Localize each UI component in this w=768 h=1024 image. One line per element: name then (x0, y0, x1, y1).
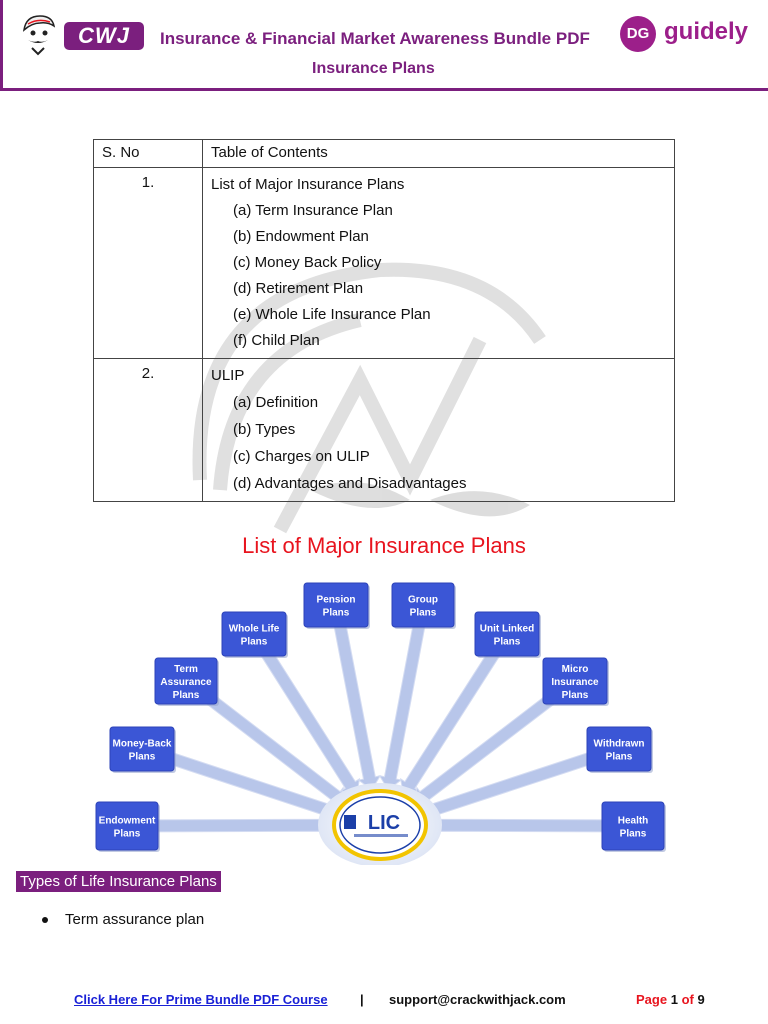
lic-tagline-mark (354, 834, 408, 837)
page-header: CWJ Insurance & Financial Market Awarene… (0, 0, 768, 92)
page-label: Page (636, 992, 668, 1007)
toc-item: (b) Types (233, 421, 296, 438)
plan-node-label: Assurance (160, 677, 212, 688)
plan-node-label: Unit Linked (480, 624, 534, 635)
plan-node-label: Plans (241, 637, 268, 648)
plan-node-label: Micro (562, 664, 589, 675)
list-item-text: Term assurance plan (65, 911, 205, 928)
lic-logo-inner-ring (339, 796, 421, 854)
mascot-icon (22, 15, 56, 56)
toc-section-title: ULIP (211, 367, 245, 384)
plan-node-label: Plans (562, 690, 589, 701)
of-label: of (681, 992, 694, 1007)
toc-row: 2. ULIP (a) Definition (b) Types (c) Cha… (93, 358, 675, 502)
toc-header-row: S. No Table of Contents (93, 139, 675, 168)
plan-node-label: Withdrawn (593, 739, 644, 750)
footer-separator: | (360, 992, 364, 1007)
header-border-bottom (0, 88, 768, 91)
lic-logo-text: LIC (368, 812, 400, 834)
toc-col-sno: S. No (93, 139, 203, 168)
toc-table: S. No Table of Contents 1. List of Major… (93, 139, 675, 502)
plan-node-label: Whole Life (229, 624, 280, 635)
plan-node-label: Money-Back (113, 739, 172, 750)
plan-node-label: Endowment (99, 816, 156, 827)
header-border-left (0, 0, 3, 90)
toc-item: (a) Definition (233, 394, 319, 411)
plan-node-label: Plans (129, 752, 156, 763)
plan-node-label: Insurance (551, 677, 599, 688)
insurance-plans-diagram: LICEndowmentPlansMoney-BackPlansTermAssu… (95, 582, 666, 865)
plan-node-box (542, 657, 608, 705)
page-indicator: Page 1 of 9 (636, 992, 705, 1007)
plan-node-box (221, 611, 287, 657)
page-total: 9 (697, 992, 705, 1007)
plan-node-box (95, 801, 159, 851)
bullet-icon (42, 917, 48, 923)
page-footer: Click Here For Prime Bundle PDF Course |… (0, 990, 768, 1012)
toc-item: (d) Retirement Plan (233, 280, 364, 297)
guidely-name: guidely (664, 18, 749, 45)
plan-node-box (474, 611, 540, 657)
plan-node-label: Group (408, 595, 438, 606)
toc-item: (a) Term Insurance Plan (233, 202, 393, 219)
plan-node-label: Plans (173, 690, 200, 701)
plan-node-label: Plans (114, 829, 141, 840)
cwj-logo: CWJ (64, 22, 144, 50)
page-number: 1 (670, 992, 678, 1007)
plan-node-label: Plans (410, 608, 437, 619)
lic-emblem-icon (344, 815, 356, 829)
toc-row: 1. List of Major Insurance Plans (a) Ter… (93, 167, 675, 359)
plan-node-box (109, 726, 175, 772)
toc-section-title: List of Major Insurance Plans (211, 176, 405, 193)
plan-node-label: Plans (606, 752, 633, 763)
toc-item: (d) Advantages and Disadvantages (233, 475, 467, 492)
plan-node-box (303, 582, 369, 628)
header-title: Insurance & Financial Market Awareness B… (160, 29, 590, 48)
plan-node-label: Term (174, 664, 198, 675)
toc-item: (b) Endowment Plan (233, 228, 369, 245)
plan-node-label: Pension (317, 595, 356, 606)
toc-item: (c) Charges on ULIP (233, 448, 370, 465)
diagram-arrow (421, 813, 616, 838)
section-title: List of Major Insurance Plans (242, 533, 526, 558)
diagram-arrow (333, 620, 382, 791)
prime-bundle-link[interactable]: Click Here For Prime Bundle PDF Course (74, 992, 328, 1007)
plan-node-box (586, 726, 652, 772)
plan-node-label: Plans (323, 608, 350, 619)
plan-node-box (391, 582, 455, 628)
plan-node-box (601, 801, 665, 851)
guidely-logo: DG guidely (620, 14, 760, 54)
plan-node-box (154, 657, 218, 705)
plan-node-label: Plans (494, 637, 521, 648)
guidely-mark-icon: DG (620, 16, 656, 52)
toc-row-number: 2. (93, 358, 203, 502)
toc-item: (c) Money Back Policy (233, 254, 382, 271)
plan-node-label: Plans (620, 829, 647, 840)
toc-row-number: 1. (93, 167, 203, 359)
toc-row-contents: ULIP (a) Definition (b) Types (c) Charge… (202, 358, 675, 502)
types-heading: Types of Life Insurance Plans (16, 871, 221, 892)
plan-node-label: Health (618, 816, 649, 827)
diagram-arrow (144, 813, 339, 838)
toc-item: (e) Whole Life Insurance Plan (233, 306, 431, 323)
support-email[interactable]: support@crackwithjack.com (389, 992, 566, 1007)
toc-col-contents: Table of Contents (202, 139, 675, 168)
toc-item: (f) Child Plan (233, 332, 320, 349)
toc-row-contents: List of Major Insurance Plans (a) Term I… (202, 167, 675, 359)
header-subtitle: Insurance Plans (312, 60, 435, 77)
